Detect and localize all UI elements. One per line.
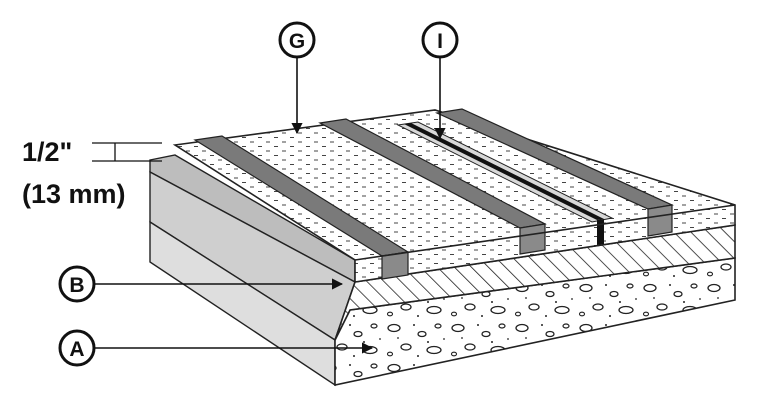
callout-b-label: B bbox=[69, 274, 84, 297]
callout-i: I bbox=[421, 21, 459, 140]
dimension-imperial-label: 1/2" bbox=[22, 137, 72, 167]
top-finish-front-edge bbox=[354, 204, 736, 261]
side-face bbox=[149, 154, 356, 387]
callout-a-label: A bbox=[69, 338, 84, 361]
dimension-metric-label: (13 mm) bbox=[22, 179, 126, 209]
callout-g-label: G bbox=[289, 30, 305, 53]
thickness-dimension: 1/2" (13 mm) bbox=[22, 137, 162, 209]
layer-b-setting-bed bbox=[334, 224, 736, 341]
callout-a: A bbox=[58, 329, 374, 367]
callout-g: G bbox=[278, 21, 316, 135]
strip-2-front bbox=[519, 223, 546, 255]
top-finish-layer bbox=[172, 108, 736, 283]
joint-sealant bbox=[404, 123, 604, 220]
strip-3-front bbox=[647, 204, 673, 237]
callout-b: B bbox=[58, 265, 344, 303]
joint-sealant-drop bbox=[597, 219, 604, 245]
callout-i-label: I bbox=[437, 30, 443, 53]
